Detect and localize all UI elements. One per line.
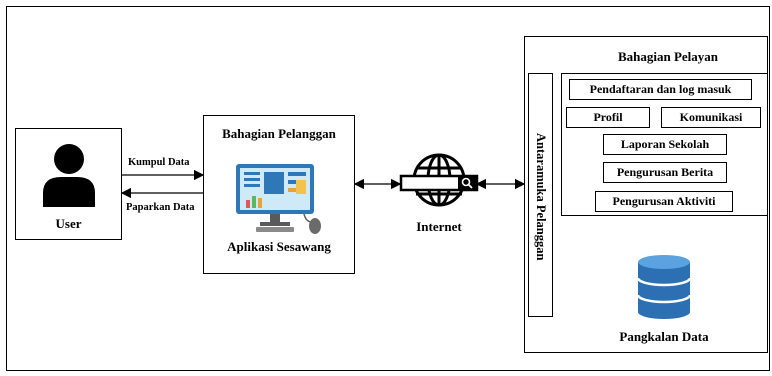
database-icon	[636, 255, 692, 319]
module-school-report: Laporan Sekolah	[603, 134, 727, 155]
collect-data-label: Kumpul Data	[128, 157, 190, 168]
user-label: User	[55, 216, 82, 231]
module-news: Pengurusan Berita	[603, 162, 727, 183]
client-interface-box	[528, 73, 553, 317]
module-registration: Pendaftaran dan log masuk	[569, 79, 752, 100]
web-app-monitor-icon	[236, 164, 321, 234]
customer-title: Bahagian Pelanggan	[222, 126, 336, 141]
client-interface-label: Antaramuka Pelanggan	[534, 133, 548, 261]
module-activity: Pengurusan Aktiviti	[595, 191, 733, 212]
internet-label: Internet	[416, 219, 462, 234]
user-box: User	[15, 128, 122, 240]
web-app-label: Aplikasi Sesawang	[227, 239, 331, 254]
diagram-frame	[6, 6, 770, 371]
user-icon	[43, 144, 95, 207]
internet-globe-icon	[399, 153, 479, 207]
module-profile: Profil	[566, 107, 650, 128]
server-title: Bahagian Pelayan	[617, 49, 719, 64]
customer-box: Bahagian Pelanggan Aplikasi Sesawang	[203, 115, 355, 274]
module-communication: Komunikasi	[661, 107, 761, 128]
present-data-label: Paparkan Data	[126, 202, 195, 213]
database-label: Pangkalan Data	[619, 329, 709, 344]
